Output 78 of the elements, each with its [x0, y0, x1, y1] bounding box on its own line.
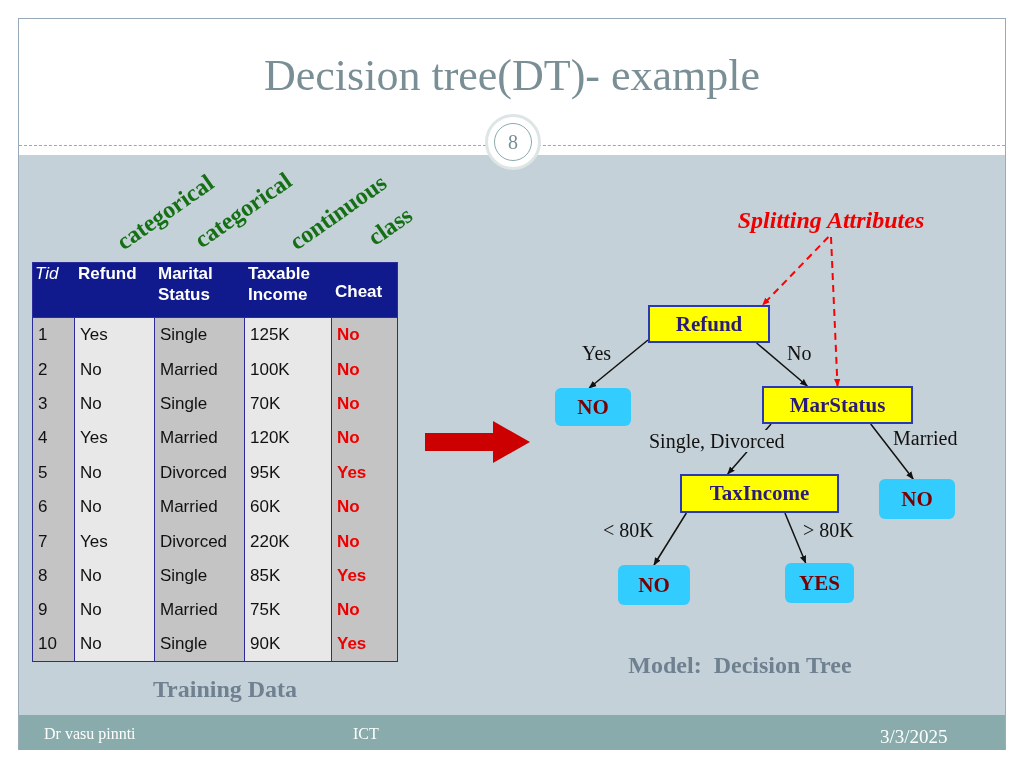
panel-caption: Model: Decision Tree [627, 652, 853, 679]
table-cell: Single [155, 386, 245, 422]
callout-text: Splitting Attributes [700, 203, 962, 237]
table-cell: Married [155, 352, 245, 387]
table-cell: 10 [32, 627, 75, 662]
footer-text: 3/3/2025 [880, 726, 948, 748]
table-cell: No [75, 386, 155, 422]
table-cell: 7 [32, 524, 75, 559]
table-cell: 5 [32, 455, 75, 490]
table-cell: No [75, 627, 155, 662]
table-cell: Yes [75, 318, 155, 353]
table-cell: No [75, 455, 155, 490]
arrow [869, 423, 914, 480]
column-header: Taxable Income [248, 263, 312, 305]
table-cell: 85K [245, 558, 332, 594]
table-cell: 3 [32, 386, 75, 422]
table-cell: No [75, 352, 155, 387]
arrow [784, 512, 807, 564]
table-cell: 70K [245, 386, 332, 422]
decision-node-box: MarStatus [762, 386, 913, 424]
table-cell: Yes [332, 455, 398, 490]
table-cell: Married [155, 593, 245, 628]
table-cell: No [75, 558, 155, 594]
table-cell: No [75, 490, 155, 525]
table-cell: 60K [245, 490, 332, 525]
table-cell: Married [155, 490, 245, 525]
slide-number-badge: 8 [485, 114, 541, 170]
table-cell: Divorced [155, 524, 245, 559]
table-cell: No [332, 524, 398, 559]
column-header: Tid [35, 263, 60, 284]
column-header: Cheat [335, 281, 384, 302]
table-cell: Single [155, 318, 245, 353]
table-cell: 120K [245, 421, 332, 456]
arrow [588, 339, 649, 389]
table-cell: 220K [245, 524, 332, 559]
dashed-arrow [761, 236, 830, 306]
column-header: Refund [78, 263, 138, 284]
table-cell: Yes [332, 627, 398, 662]
column-header: Marital Status [158, 263, 214, 305]
leaf-node-box: YES [785, 563, 854, 603]
leaf-node-box: NO [555, 388, 631, 426]
table-cell: 95K [245, 455, 332, 490]
table-cell: 125K [245, 318, 332, 353]
table-cell: No [332, 490, 398, 525]
leaf-node-box: NO [618, 565, 690, 605]
table-cell: Single [155, 627, 245, 662]
table-cell: 8 [32, 558, 75, 594]
table-cell: 75K [245, 593, 332, 628]
arrow [755, 342, 809, 387]
table-cell: Yes [75, 524, 155, 559]
table-cell: No [332, 593, 398, 628]
table-cell: Married [155, 421, 245, 456]
footer-text: Dr vasu pinnti [44, 725, 136, 743]
edge-label: Single, Divorced [648, 430, 786, 452]
table-cell: 2 [32, 352, 75, 387]
table-cell: No [332, 318, 398, 353]
panel-caption: Training Data [151, 676, 299, 703]
table-cell: 6 [32, 490, 75, 525]
table-cell: No [75, 593, 155, 628]
table-cell: No [332, 352, 398, 387]
footer-text: ICT [353, 725, 379, 743]
decision-node-box: Refund [648, 305, 770, 343]
leaf-node-box: NO [879, 479, 955, 519]
table-cell: No [332, 421, 398, 456]
table-cell: 1 [32, 318, 75, 353]
arrow [653, 512, 688, 566]
dashed-arrow [830, 236, 841, 387]
table-cell: 9 [32, 593, 75, 628]
table-cell: 100K [245, 352, 332, 387]
table-cell: Single [155, 558, 245, 594]
table-cell: 4 [32, 421, 75, 456]
table-cell: Yes [75, 421, 155, 456]
slide-title: Decision tree(DT)- example [263, 50, 761, 101]
table-cell: No [332, 386, 398, 422]
table-cell: Divorced [155, 455, 245, 490]
decision-node-box: TaxIncome [680, 474, 839, 513]
table-cell: Yes [332, 558, 398, 594]
table-cell: 90K [245, 627, 332, 662]
